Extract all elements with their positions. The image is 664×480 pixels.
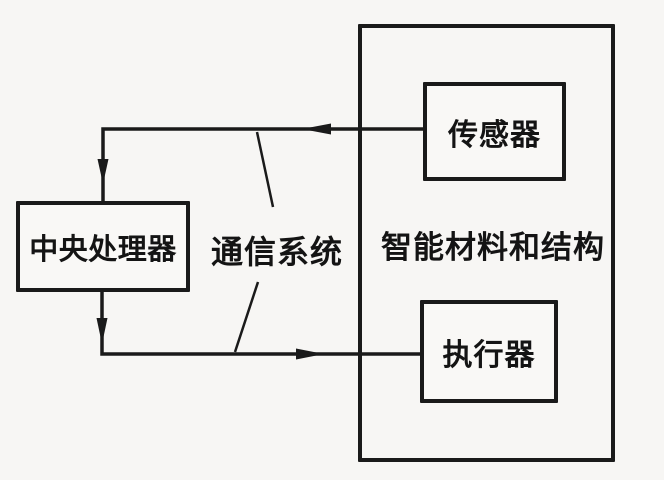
actuator-label: 执行器 [442, 338, 536, 372]
sensor-label: 传感器 [448, 118, 541, 152]
cpu-box: 中央处理器 [16, 201, 190, 292]
cpu-label: 中央处理器 [29, 233, 177, 266]
smart-structure-box [358, 24, 615, 462]
arrow-down-from-cpu-icon [96, 318, 108, 344]
comm-system-label: 通信系统 [211, 234, 344, 270]
arrow-down-into-cpu-icon [97, 159, 109, 184]
arrow-left-icon [302, 123, 331, 135]
comm-leader-bottom-line [233, 281, 260, 353]
smart-structure-label: 智能材料和结构 [381, 230, 605, 265]
arrow-right-icon [296, 348, 324, 360]
actuator-box: 执行器 [420, 300, 558, 403]
sensor-box: 传感器 [423, 82, 566, 181]
comm-leader-top-line [255, 131, 275, 208]
